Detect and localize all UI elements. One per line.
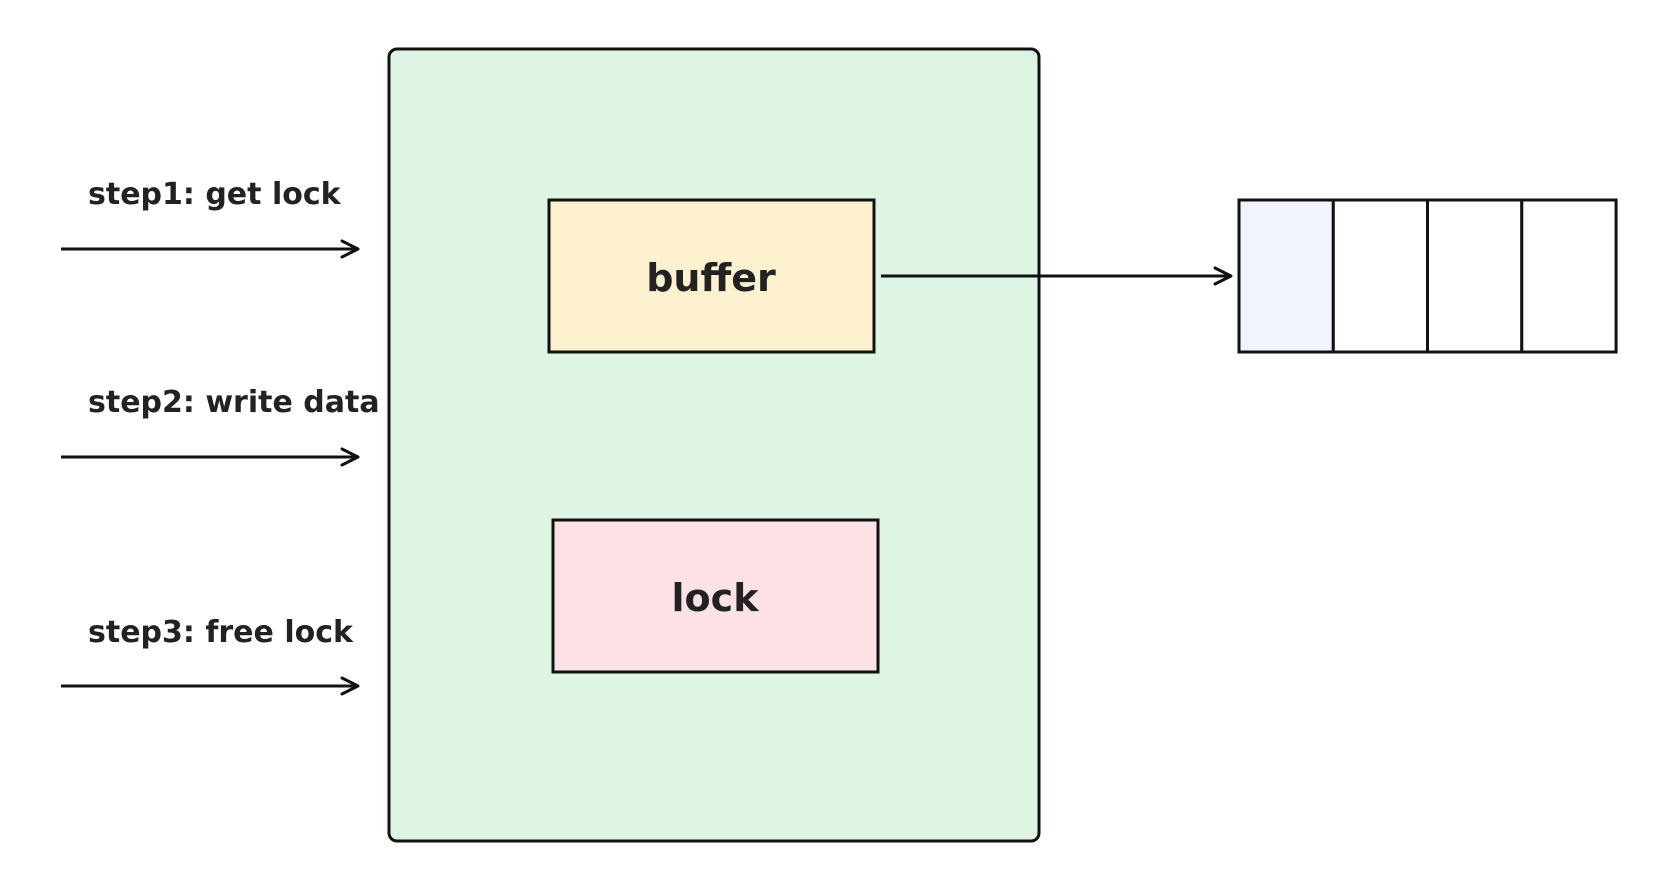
step-3: step3: free lock	[61, 615, 360, 696]
queue-cell-2	[1331, 198, 1430, 354]
queue-cell-1	[1237, 198, 1335, 354]
queue-cell-3	[1426, 198, 1524, 354]
buffer-box	[547, 198, 876, 354]
container-box	[387, 47, 1041, 843]
buffer-node: buffer	[547, 198, 876, 354]
step-1-label: step1: get lock	[88, 177, 342, 212]
step-2: step2: write data	[61, 385, 380, 467]
buffer-label: buffer	[646, 256, 776, 300]
lock-node: lock	[551, 518, 880, 674]
step-3-label: step3: free lock	[88, 615, 354, 650]
queue-cell-4	[1520, 198, 1618, 354]
lock-label: lock	[672, 576, 760, 620]
step-2-label: step2: write data	[88, 385, 380, 420]
queue	[1237, 198, 1618, 354]
lock-box	[551, 518, 880, 674]
step-1: step1: get lock	[61, 177, 360, 259]
